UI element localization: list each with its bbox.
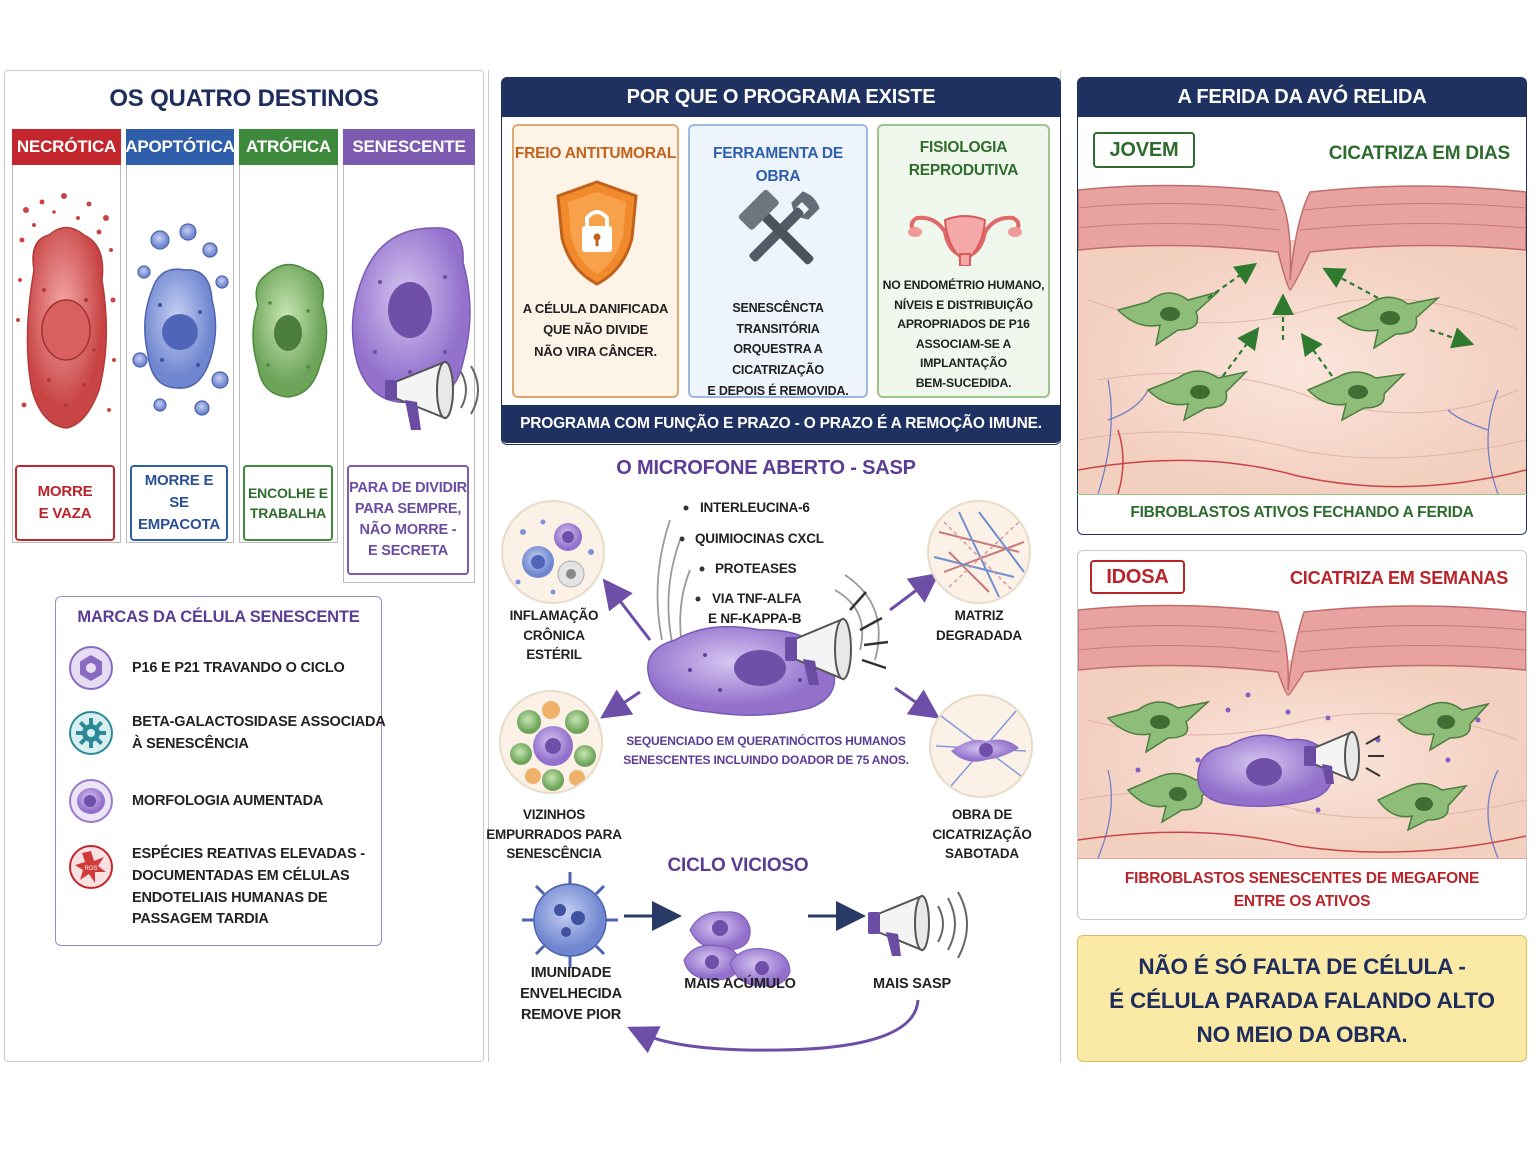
old-panel [1077,550,1527,920]
immune-cell-icon [522,872,618,968]
svg-text:ROS: ROS [84,866,97,872]
uterus-icon [908,215,1022,266]
wound-title: A FERIDA DA AVÓ RELIDA [1077,77,1527,117]
cycle-step-more-sasp: MAIS SASP [873,976,951,992]
reason-construction-tool: FERRAMENTA DE OBRA SENESCÊNCTA TRANSITÓR… [688,124,868,398]
fate-column-apoptotic [126,165,234,543]
sabotaged-healing-image [929,694,1033,798]
fate-column-necrotic [12,165,121,543]
fate-head-apoptotic: APOPTÓTICA [125,129,235,165]
fibroblast-icon [1106,700,1211,754]
conclusion-box: NÃO É SÓ FALTA DE CÉLULA - É CÉLULA PARA… [1077,935,1527,1062]
young-tag: CICATRIZA EM DIAS [1328,143,1511,164]
sasp-hub-illustration [600,505,940,719]
matrix-image [927,500,1031,604]
middle-panel [488,70,1061,1062]
megaphone-icon [385,360,479,430]
shield-lock-icon [556,180,638,286]
young-caption: FIBROBLASTOS ATIVOS FECHANDO A FERIDA [1077,494,1527,534]
apoptotic-cell-illustration [132,223,229,416]
mark-item-morphology: MORFOLOGIA AUMENTADA [68,778,323,824]
fibroblast-icon [1146,370,1249,422]
sasp-title: O MICROFONE ABERTO - SASP [616,457,916,479]
why-box [501,115,1061,445]
fate-head-necrotic: NECRÓTICA [12,129,121,165]
necrotic-cell-illustration [16,193,116,429]
factor-il6: INTERLEUCINA-6 [700,500,810,515]
cycle-title: CICLO VICIOSO [667,855,809,876]
atrophic-cell-illustration [252,263,328,398]
megaphone-icon [1304,730,1384,784]
marks-box [55,596,382,946]
factor-proteases: PROTEASES [715,561,797,576]
old-badge: IDOSA [1090,560,1185,594]
factor-cxcl: QUIMIOCINAS CXCL [695,531,824,546]
fibroblast-icon [1376,782,1468,832]
old-skin-illustration [1078,604,1526,858]
why-title: POR QUE O PROGRAMA EXISTE [501,77,1061,117]
cycle-step-accumulation: MAIS ACÚMULO [684,976,796,992]
gear-icon [69,711,113,755]
fibroblast-icon [1306,371,1407,422]
fibroblast-icon [1396,701,1491,752]
young-skin-illustration [1078,184,1526,494]
old-tag: CICATRIZA EM SEMANAS [1290,568,1508,588]
fate-column-atrophic [239,165,338,543]
neighbors-image [499,690,603,794]
fate-head-atrophic: ATRÓFICA [239,129,338,165]
fibroblast-icon [1116,291,1219,347]
young-badge: JOVEM [1093,132,1195,168]
fates-title: OS QUATRO DESTINOS [109,85,379,112]
wrench-hammer-icon [738,189,820,265]
enlarged-cell-icon [69,779,113,823]
mark-item-p16: p16 E p21 TRAVANDO O CICLO [68,645,345,691]
factor-tnf: VIA TNF-ALFA [712,591,802,606]
megaphone-icon [868,891,968,959]
accumulated-cells-icon [683,911,791,987]
mark-item-ros: ROS ESPÉCIES REATIVAS ELEVADAS -DOCUMENT… [68,844,365,931]
wound-panel [1077,115,1527,535]
hexagon-lock-icon [69,646,113,690]
factor-nfkb: E NF-KAPPA-B [708,611,802,626]
ros-star-icon: ROS [69,845,113,889]
cycle-illustration [522,872,968,1054]
megaphone-icon [785,617,852,685]
marks-title: MARCAS DA CÉLULA SENESCENTE [77,608,360,626]
fibroblast-icon [1336,296,1441,350]
senescent-cell-illustration [351,227,479,430]
fate-head-senescent: SENESCENTE [343,129,475,165]
why-footer: PROGRAMA COM FUNÇÃO E PRAZO - O PRAZO É … [501,405,1061,443]
inflammation-image [501,500,605,604]
